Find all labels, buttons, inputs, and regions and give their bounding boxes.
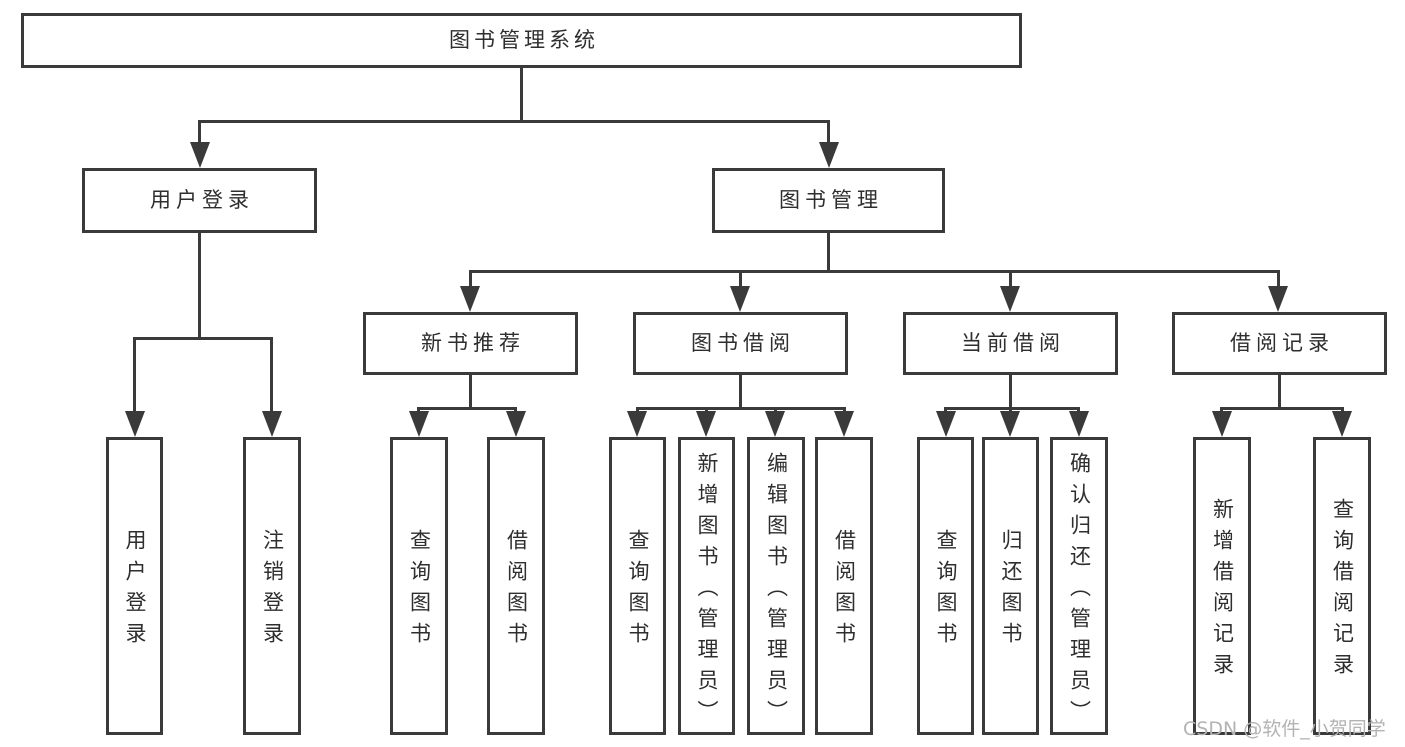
arrow-down-icon <box>1069 411 1089 437</box>
arrow-down-icon <box>730 286 750 312</box>
connector-stub <box>1077 407 1080 413</box>
connector-userlogin-vline <box>198 233 201 337</box>
leaf-borrow-books-borrowing-label: 借阅图书 <box>832 529 857 653</box>
arrow-down-icon <box>125 411 145 437</box>
arrow-down-icon <box>819 142 839 168</box>
leaf-query-books-recommend-label: 查询图书 <box>407 529 432 653</box>
node-book-borrowing: 图书借阅 <box>633 312 848 375</box>
leaf-return-books-label: 归还图书 <box>999 529 1023 653</box>
arrow-down-icon <box>834 411 854 437</box>
node-borrow-records-label: 借阅记录 <box>1230 331 1334 355</box>
leaf-user-login: 用户登录 <box>106 437 163 735</box>
leaf-query-books-borrowing-label: 查询图书 <box>626 529 650 653</box>
connector-bookmgmt-hline <box>469 270 1279 273</box>
connector-stub <box>270 337 273 411</box>
connector-stub <box>636 407 639 413</box>
connector-stub <box>469 270 472 286</box>
leaf-add-book-admin-label: 新增图书（管理员） <box>695 451 719 731</box>
leaf-borrow-books-borrowing: 借阅图书 <box>815 437 873 735</box>
leaf-add-book-admin: 新增图书（管理员） <box>678 437 735 735</box>
connector-records-vline <box>1278 375 1281 407</box>
connector-borrowing-hline <box>636 407 846 410</box>
connector-stub <box>1277 270 1280 286</box>
arrow-down-icon <box>460 286 480 312</box>
node-book-management-label: 图书管理 <box>779 188 883 212</box>
node-current-borrowing: 当前借阅 <box>903 312 1118 375</box>
connector-newbook-vline <box>469 375 472 407</box>
arrow-down-icon <box>409 411 429 437</box>
connector-root-vline <box>520 68 523 120</box>
connector-current-vline <box>1009 375 1012 407</box>
leaf-edit-book-admin-label: 编辑图书（管理员） <box>764 451 789 731</box>
node-root: 图书管理系统 <box>21 13 1022 68</box>
leaf-borrow-books-recommend: 借阅图书 <box>487 437 545 735</box>
connector-root-hline <box>198 120 830 123</box>
leaf-borrow-books-recommend-label: 借阅图书 <box>504 529 529 653</box>
arrow-down-icon <box>936 411 956 437</box>
connector-stub <box>514 407 517 413</box>
connector-stub <box>1009 407 1012 413</box>
connector-stub <box>827 120 830 143</box>
connector-userlogin-hline <box>133 337 273 340</box>
node-root-label: 图书管理系统 <box>449 28 599 52</box>
connector-stub <box>1220 407 1223 413</box>
leaf-add-borrow-record: 新增借阅记录 <box>1193 437 1251 735</box>
connector-stub <box>774 407 777 413</box>
connector-current-hline <box>944 407 1080 410</box>
leaf-add-borrow-record-label: 新增借阅记录 <box>1210 498 1235 684</box>
node-user-login: 用户登录 <box>82 168 317 233</box>
arrow-down-icon <box>627 411 647 437</box>
leaf-logout: 注销登录 <box>243 437 301 735</box>
connector-stub <box>133 337 136 411</box>
connector-stub <box>198 120 201 143</box>
arrow-down-icon <box>262 411 282 437</box>
connector-stub <box>739 270 742 286</box>
leaf-query-books-recommend: 查询图书 <box>390 437 448 735</box>
arrow-down-icon <box>506 411 526 437</box>
leaf-query-borrow-record-label: 查询借阅记录 <box>1330 498 1355 684</box>
leaf-user-login-label: 用户登录 <box>123 529 147 653</box>
leaf-query-borrow-record: 查询借阅记录 <box>1313 437 1371 735</box>
arrow-down-icon <box>1000 286 1020 312</box>
connector-borrowing-vline <box>739 375 742 407</box>
node-book-management: 图书管理 <box>712 168 945 233</box>
leaf-return-books: 归还图书 <box>982 437 1039 735</box>
leaf-logout-label: 注销登录 <box>260 529 285 653</box>
connector-stub <box>1009 270 1012 286</box>
connector-newbook-hline <box>417 407 517 410</box>
leaf-query-books-current-label: 查询图书 <box>934 529 958 653</box>
arrow-down-icon <box>1332 411 1352 437</box>
leaf-confirm-return-admin-label: 确认归还（管理员） <box>1067 451 1092 731</box>
connector-stub <box>1341 407 1344 413</box>
arrow-down-icon <box>1268 286 1288 312</box>
arrow-down-icon <box>765 411 785 437</box>
leaf-edit-book-admin: 编辑图书（管理员） <box>747 437 805 735</box>
node-new-book-recommend: 新书推荐 <box>363 312 578 375</box>
arrow-down-icon <box>696 411 716 437</box>
node-borrow-records: 借阅记录 <box>1172 312 1387 375</box>
connector-stub <box>944 407 947 413</box>
watermark: CSDN @软件_小贺同学 <box>1183 718 1386 740</box>
connector-stub <box>417 407 420 413</box>
connector-records-hline <box>1220 407 1344 410</box>
node-current-borrowing-label: 当前借阅 <box>961 331 1065 355</box>
leaf-query-books-borrowing: 查询图书 <box>609 437 666 735</box>
arrow-down-icon <box>190 142 210 168</box>
node-new-book-recommend-label: 新书推荐 <box>421 331 525 355</box>
connector-stub <box>843 407 846 413</box>
arrow-down-icon <box>1000 411 1020 437</box>
connector-bookmgmt-vline <box>827 233 830 270</box>
leaf-query-books-current: 查询图书 <box>917 437 974 735</box>
arrow-down-icon <box>1212 411 1232 437</box>
connector-stub <box>705 407 708 413</box>
leaf-confirm-return-admin: 确认归还（管理员） <box>1050 437 1108 735</box>
node-book-borrowing-label: 图书借阅 <box>691 331 795 355</box>
node-user-login-label: 用户登录 <box>150 188 254 212</box>
